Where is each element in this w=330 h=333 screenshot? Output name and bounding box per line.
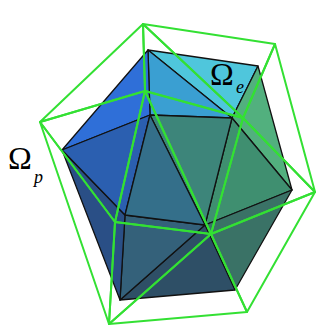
- region-symbol: Ω: [8, 142, 32, 174]
- region-subscript: p: [34, 168, 43, 186]
- region-symbol: Ω: [210, 58, 234, 90]
- solid-face: [125, 115, 205, 225]
- region-subscript: e: [236, 78, 244, 96]
- wireframe: [40, 24, 315, 324]
